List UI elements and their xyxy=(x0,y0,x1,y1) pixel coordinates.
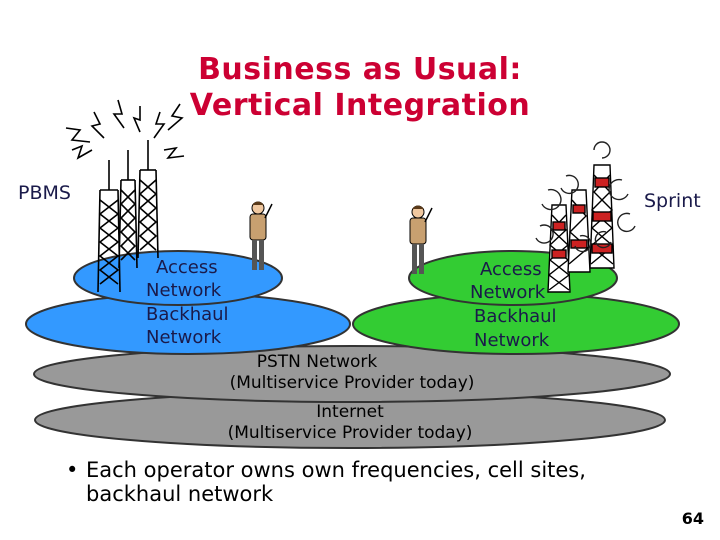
pstn-layer xyxy=(33,345,671,403)
bullet-symbol: • xyxy=(66,458,79,482)
pstn-label-line-1: PSTN Network xyxy=(256,352,378,372)
left-access-label-1: Access xyxy=(156,257,218,278)
antenna-tower-icon xyxy=(535,141,636,293)
right-access-label-2: Network xyxy=(470,282,546,303)
pstn-label: PSTN Network (Multiservice Provider toda… xyxy=(202,352,502,394)
person-with-phone-icon xyxy=(249,201,273,270)
left-access-label-2: Network xyxy=(146,280,222,301)
title-line-2: Vertical Integration xyxy=(189,88,531,123)
left-operator-label: PBMS xyxy=(18,182,71,204)
internet-label-line-2: (Multiservice Provider today) xyxy=(227,423,473,443)
right-access-label-1: Access xyxy=(480,259,542,280)
right-backhaul-label-2: Network xyxy=(474,330,550,351)
page-number: 64 xyxy=(681,509,704,528)
left-backhaul-label-1: Backhaul xyxy=(146,304,229,325)
right-operator-label: Sprint xyxy=(644,190,701,212)
internet-label: Internet (Multiservice Provider today) xyxy=(200,402,500,444)
title-line-1: Business as Usual: xyxy=(198,52,522,87)
pstn-label-line-2: (Multiservice Provider today) xyxy=(229,373,475,393)
antenna-tower-icon xyxy=(65,99,185,293)
slide-title: Business as Usual: Vertical Integration xyxy=(150,52,570,124)
bullet-text: Each operator owns own frequencies, cell… xyxy=(86,458,586,506)
left-backhaul-label-2: Network xyxy=(146,327,222,348)
person-with-phone-icon xyxy=(409,205,433,274)
right-backhaul-label-1: Backhaul xyxy=(474,306,557,327)
internet-label-line-1: Internet xyxy=(316,402,384,422)
left-access-layer xyxy=(73,250,283,306)
